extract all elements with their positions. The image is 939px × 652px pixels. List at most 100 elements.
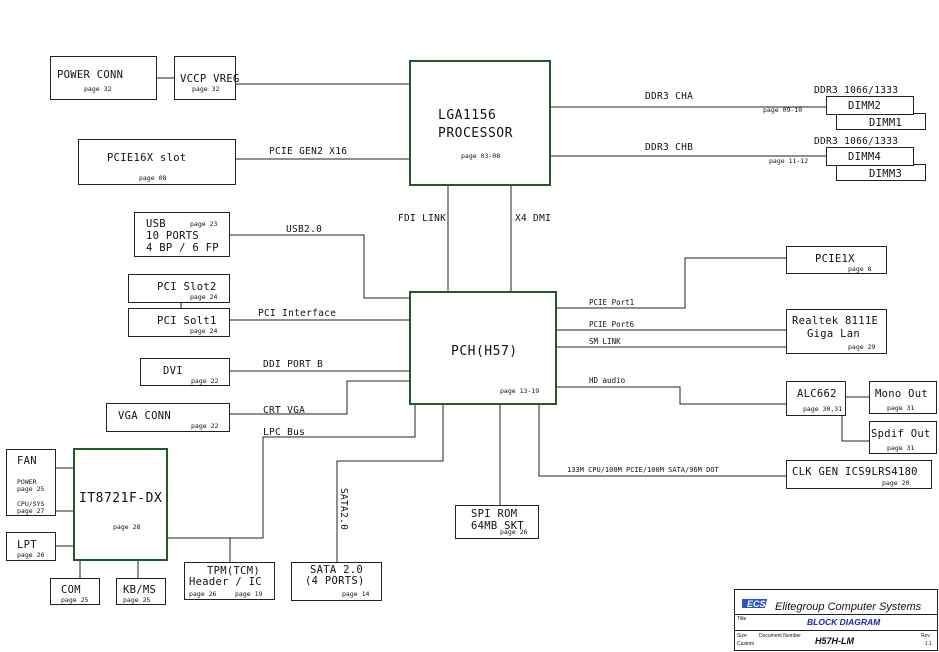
pci-slot2-block: PCI Slot2 page 24 [128,274,230,303]
dimm4-block: DIMM4 [826,147,914,166]
sata-title: SATA 2.0 [310,564,363,576]
cpu-block: LGA1156 PROCESSOR page 03-08 [409,60,551,186]
size-label: Size [737,633,747,639]
cpu-page: page 03-08 [461,152,501,160]
title-label: Title [737,616,747,622]
usb-page: page 23 [190,220,218,228]
spi-rom-block: SPI ROM 64MB SKT page 26 [455,505,539,539]
ddr3-cha-page: page 09-10 [763,106,803,114]
spi-page: page 26 [500,528,528,536]
com-title: COM [61,584,81,596]
pch-block: PCH(H57) page 13-19 [409,291,557,405]
pci-interface-label: PCI Interface [258,308,337,319]
tpm-page-header: page 26 [189,590,217,598]
pcie16x-title: PCIE16X slot [107,152,187,164]
mono-out-block: Mono Out page 31 [869,381,937,414]
pcie16x-page: page 08 [139,174,167,182]
alc662-block: ALC662 page 30,31 [786,381,846,416]
lpt-block: LPT page 26 [6,532,56,561]
clock-bus-label: 133M CPU/100M PCIE/100M SATA/96M DOT [567,466,719,474]
tpm-page-ic: page 19 [235,590,263,598]
superio-ite-block: IT8721F-DX page 28 [73,448,168,561]
usb-title: USB [146,218,166,230]
dvi-block: DVI page 22 [140,358,230,386]
lpt-page: page 26 [17,551,45,559]
realtek-subtitle: Giga Lan [807,328,860,340]
tpm-title: TPM(TCM) [207,565,260,577]
dvi-title: DVI [163,365,183,377]
kbms-page: page 25 [123,596,151,604]
fan-block: FAN POWER page 25 CPU/SYS page 27 [6,449,56,516]
alc662-title: ALC662 [797,388,837,400]
pci-slot1-title: PCI Solt1 [157,315,217,327]
fan-cpusys-label: CPU/SYS [17,500,45,508]
vccp-vreg-block: VCCP VREG page 32 [174,56,239,100]
sata-block: SATA 2.0 (4 PORTS) page 14 [291,562,382,601]
company-name: Elitegroup Computer Systems [775,601,922,613]
pcie-port6-label: PCIE Port6 [589,320,635,329]
tpm-block: TPM(TCM) Header / IC page 26 page 19 [184,562,275,600]
ddr3-chb-page: page 11-12 [769,157,809,165]
dimm4-title: DIMM4 [848,151,882,163]
usb-ports: 10 PORTS [146,230,199,242]
vga-conn-block: VGA CONN page 22 [106,403,230,432]
diagram-title: BLOCK DIAGRAM [807,617,881,627]
power-conn-block: POWER CONN page 32 [50,56,157,100]
fan-title: FAN [17,455,37,467]
power-conn-title: POWER CONN [57,69,124,81]
spdif-out-title: Spdif Out [871,428,931,440]
dimm2-title: DIMM2 [848,100,882,112]
usb-block: USB page 23 10 PORTS 4 BP / 6 FP [134,212,230,257]
custom-label: Custom [737,641,755,647]
com-block: COM page 25 [50,578,100,605]
spdif-out-block: Spdif Out page 31 [869,421,937,454]
pci-slot1-block: PCI Solt1 page 24 [128,308,230,337]
ecs-logo-icon: ECS [742,599,768,609]
ite-title: IT8721F-DX [79,491,163,506]
lpt-title: LPT [17,539,37,551]
sm-link-label: SM LINK [589,337,621,346]
usb2-label: USB2.0 [286,224,323,235]
realtek-lan-block: Realtek 8111E Giga Lan page 29 [786,309,887,354]
pcie1x-title: PCIE1X [815,253,855,265]
doc-number: H57H-LM [815,636,855,646]
vga-conn-page: page 22 [191,422,219,430]
vccp-vreg-page: page 32 [192,85,220,93]
vga-conn-title: VGA CONN [118,410,171,422]
pci-slot2-page: page 24 [190,293,218,301]
title-block: ECS Elitegroup Computer Systems Title BL… [734,589,938,651]
pch-title: PCH(H57) [451,344,518,359]
fan-power-page: page 25 [17,485,45,493]
pcie-gen2-label: PCIE GEN2 X16 [269,146,348,157]
dimm1-title: DIMM1 [869,117,903,129]
ddr3-speed-a-label: DDR3 1066/1333 [814,85,899,96]
spdif-out-page: page 31 [887,444,915,452]
com-page: page 25 [61,596,89,604]
dvi-page: page 22 [191,377,219,385]
spi-size: 64MB SKT [471,520,524,532]
kbms-title: KB/MS [123,584,157,596]
ddi-port-label: DDI PORT B [263,359,324,370]
ite-page: page 28 [113,523,141,531]
doc-number-label: Document Number [759,633,801,639]
ddr3-chb-label: DDR3 CHB [645,142,694,153]
fdi-link-label: FDI LINK [398,213,447,224]
cpu-socket-label: LGA1156 [438,108,497,123]
pcie-port1-label: PCIE Port1 [589,298,635,307]
spi-title: SPI ROM [471,508,518,520]
mono-out-page: page 31 [887,404,915,412]
realtek-page: page 29 [848,343,876,351]
fan-power-label: POWER [17,478,37,486]
crt-vga-label: CRT VGA [263,405,306,416]
pch-page: page 13-19 [500,387,540,395]
rev-label: Rev [921,633,930,639]
sata-ports: (4 PORTS) [305,575,365,587]
sata-page: page 14 [342,590,370,598]
svg-text:ECS: ECS [747,599,766,609]
sata2-label: SATA2.0 [338,488,349,531]
dimm3-block: DIMM3 [836,164,926,181]
realtek-title: Realtek 8111E [792,315,879,327]
alc662-page: page 30,31 [803,405,843,413]
fan-cpusys-page: page 27 [17,507,45,515]
